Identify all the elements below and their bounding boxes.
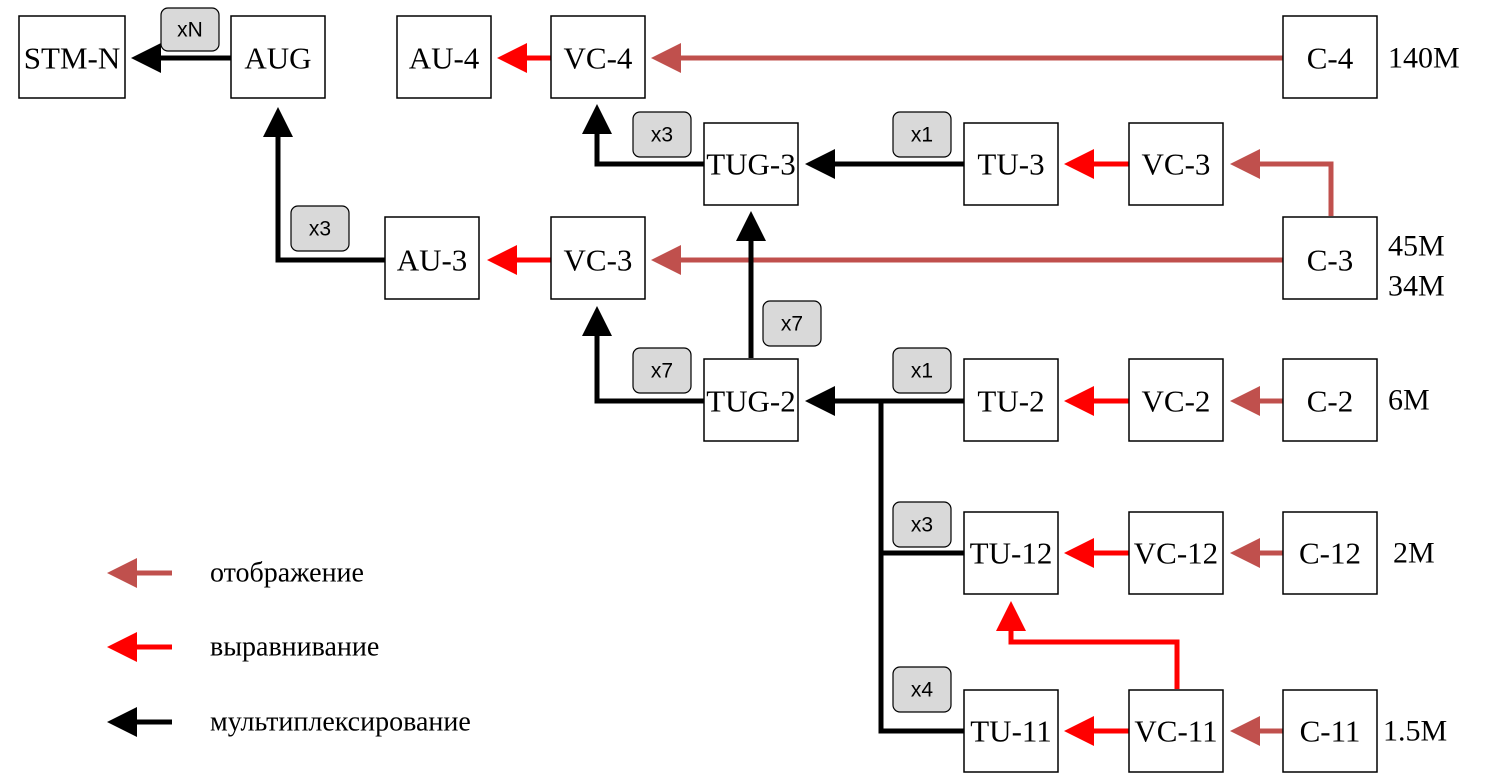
badge-tu3-to-tug3: x1 — [892, 111, 952, 158]
box-stm-n: STM-N — [18, 15, 126, 99]
svg-text:AUG: AUG — [244, 41, 311, 76]
legend-label-multiplexing: мультиплексирование — [210, 707, 471, 738]
rate-label-c3-a: 45M — [1388, 230, 1445, 263]
box-c12: C-12 — [1282, 511, 1378, 595]
align-arrow-vc11-tu12 — [996, 601, 1180, 689]
svg-text:VC-12: VC-12 — [1134, 536, 1218, 571]
legend-item-aligning: выравнивание — [107, 632, 379, 663]
box-vc4: VC-4 — [550, 15, 646, 99]
svg-text:STM-N: STM-N — [24, 41, 120, 76]
mux-line-tu11-bus — [878, 401, 964, 734]
badge-tu11-to-tug2: x4 — [892, 666, 952, 713]
badges: xN x3 x1 x3 x7 x7 x1 x3 x4 — [160, 7, 952, 713]
box-aug: AUG — [230, 15, 326, 99]
rate-labels: 140M 45M 34M 6M 2M 1.5M — [1383, 42, 1460, 748]
badge-tu2-to-tug2: x1 — [892, 347, 952, 394]
svg-text:x7: x7 — [781, 313, 803, 336]
legend-item-mapping: отображение — [107, 558, 364, 589]
box-c11: C-11 — [1282, 689, 1378, 773]
connections — [131, 43, 1334, 746]
mux-arrow-au3-aug — [263, 107, 385, 263]
svg-text:VC-3: VC-3 — [1142, 147, 1211, 182]
box-vc3-mid: VC-3 — [550, 216, 646, 300]
svg-text:xN: xN — [177, 19, 203, 42]
svg-text:TU-2: TU-2 — [977, 384, 1044, 419]
rate-label-c12: 2M — [1393, 537, 1435, 570]
svg-text:TUG-3: TUG-3 — [706, 147, 796, 182]
box-c4: C-4 — [1282, 15, 1378, 99]
svg-text:x7: x7 — [651, 360, 673, 383]
svg-text:x1: x1 — [911, 360, 933, 383]
rate-label-c11: 1.5M — [1383, 715, 1447, 748]
svg-text:C-2: C-2 — [1307, 384, 1354, 419]
legend-item-multiplexing: мультиплексирование — [107, 707, 471, 738]
svg-text:TU-12: TU-12 — [970, 536, 1053, 571]
svg-text:TUG-2: TUG-2 — [706, 384, 796, 419]
svg-text:AU-4: AU-4 — [409, 41, 480, 76]
boxes: STM-N AUG AU-4 VC-4 C-4 TUG-3 TU-3 VC-3 … — [18, 15, 1378, 773]
svg-text:VC-11: VC-11 — [1134, 714, 1217, 749]
box-tu3: TU-3 — [963, 122, 1059, 206]
svg-text:C-12: C-12 — [1299, 536, 1361, 571]
badge-tu12-to-tug2: x3 — [892, 501, 952, 548]
svg-text:x3: x3 — [911, 514, 933, 537]
legend-label-aligning: выравнивание — [210, 632, 379, 663]
box-tu2: TU-2 — [963, 358, 1059, 442]
box-vc12: VC-12 — [1128, 511, 1224, 595]
box-tug3: TUG-3 — [703, 122, 799, 206]
box-c2: C-2 — [1282, 358, 1378, 442]
legend: отображение выравнивание мультиплексиров… — [107, 558, 471, 738]
rate-label-c4: 140M — [1388, 42, 1460, 75]
svg-text:VC-4: VC-4 — [564, 41, 633, 76]
svg-text:VC-3: VC-3 — [564, 243, 633, 278]
svg-text:x3: x3 — [651, 124, 673, 147]
rate-label-c3-b: 34M — [1388, 270, 1445, 303]
box-tu11: TU-11 — [963, 689, 1059, 773]
mux-arrow-tug3-vc4 — [582, 104, 704, 167]
box-vc3-top: VC-3 — [1128, 122, 1224, 206]
box-vc11: VC-11 — [1128, 689, 1224, 773]
svg-text:TU-3: TU-3 — [977, 147, 1044, 182]
box-au4: AU-4 — [396, 15, 492, 99]
svg-text:C-3: C-3 — [1307, 243, 1354, 278]
badge-tug2-to-vc3: x7 — [632, 347, 692, 394]
box-c3: C-3 — [1282, 216, 1378, 300]
badge-tug3-to-vc4: x3 — [632, 111, 692, 158]
legend-label-mapping: отображение — [210, 558, 364, 589]
mapping-arrow-c3-vc3-top — [1230, 149, 1334, 216]
box-au3: AU-3 — [384, 216, 480, 300]
badge-tug2-to-tug3: x7 — [762, 300, 822, 347]
badge-au3-to-aug: x3 — [290, 205, 350, 252]
mux-arrow-tug2-vc3 — [582, 306, 704, 404]
svg-text:VC-2: VC-2 — [1142, 384, 1211, 419]
svg-text:TU-11: TU-11 — [970, 714, 1052, 749]
svg-text:AU-3: AU-3 — [397, 243, 468, 278]
svg-text:C-11: C-11 — [1300, 714, 1361, 749]
svg-text:C-4: C-4 — [1307, 41, 1354, 76]
box-vc2: VC-2 — [1128, 358, 1224, 442]
svg-text:x1: x1 — [911, 124, 933, 147]
rate-label-c2: 6M — [1388, 384, 1430, 417]
svg-text:x3: x3 — [309, 218, 331, 241]
box-tu12: TU-12 — [963, 511, 1059, 595]
badge-aug-to-stm: xN — [160, 7, 220, 52]
svg-text:x4: x4 — [911, 679, 934, 702]
box-tug2: TUG-2 — [703, 358, 799, 442]
